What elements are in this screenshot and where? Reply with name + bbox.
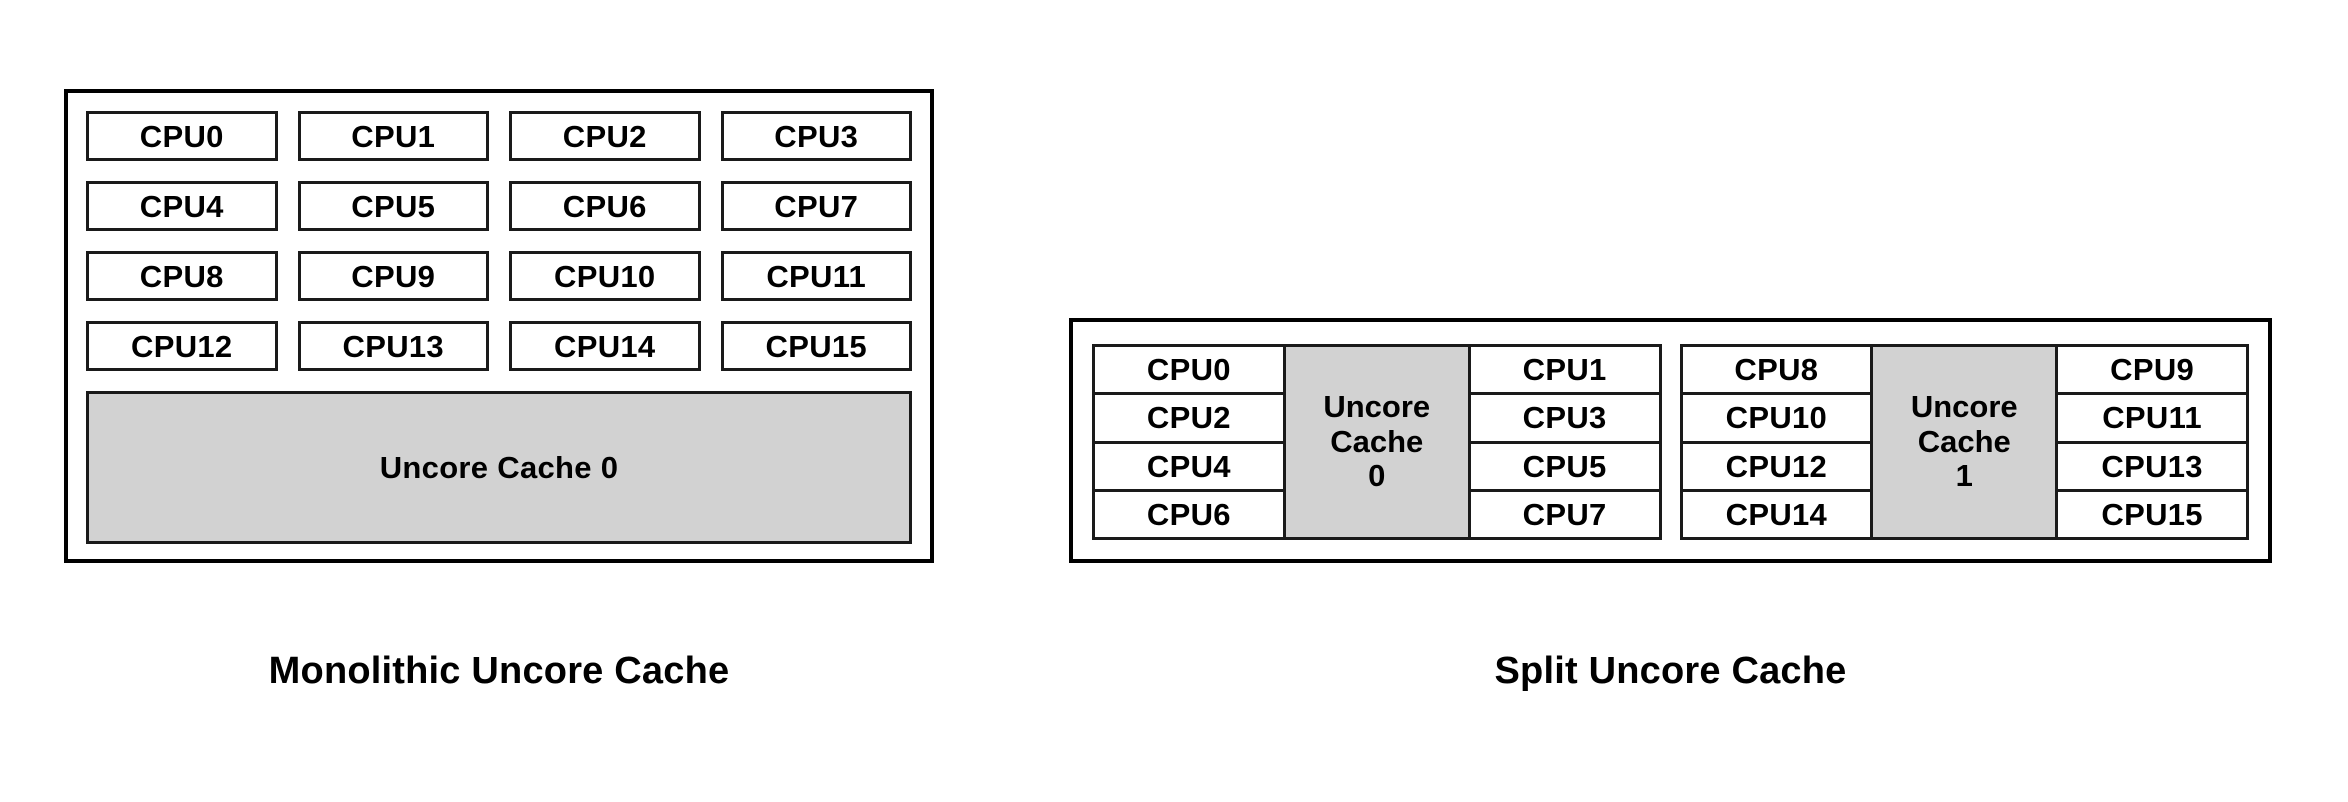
cache-label-line: Cache xyxy=(1330,423,1424,459)
cpu-box: CPU13 xyxy=(297,321,489,371)
cpu-box: CPU1 xyxy=(297,111,489,161)
cpu-cell: CPU11 xyxy=(2058,395,2246,444)
split-groups-container: CPU0 CPU2 CPU4 CPU6 Uncore Cache 0 CPU1 … xyxy=(1092,344,2249,540)
cpu-cell: CPU13 xyxy=(2058,443,2246,492)
cpu-cell: CPU0 xyxy=(1095,347,1283,396)
split-group: CPU0 CPU2 CPU4 CPU6 Uncore Cache 0 CPU1 … xyxy=(1092,344,1662,540)
cpu-box: CPU3 xyxy=(720,111,912,161)
cpu-cell: CPU12 xyxy=(1682,443,1871,492)
cpu-cell: CPU9 xyxy=(2058,347,2246,396)
cpu-cell: CPU5 xyxy=(1470,443,1659,492)
cpu-cell: CPU14 xyxy=(1682,491,1871,537)
cpu-cell: CPU3 xyxy=(1470,395,1659,444)
cpu-box: CPU15 xyxy=(720,321,912,371)
split-caption: Split Uncore Cache xyxy=(1494,650,1847,692)
cpu-column-right: CPU9 CPU11 CPU13 CPU15 xyxy=(2058,347,2246,537)
cpu-box: CPU8 xyxy=(86,251,278,301)
cpu-column-right: CPU1 CPU3 CPU5 CPU7 xyxy=(1470,347,1659,537)
split-uncore-panel: CPU0 CPU2 CPU4 CPU6 Uncore Cache 0 CPU1 … xyxy=(1069,318,2272,563)
cpu-box: CPU6 xyxy=(509,181,701,231)
cpu-cell: CPU7 xyxy=(1470,491,1659,537)
cpu-column-left: CPU8 CPU10 CPU12 CPU14 xyxy=(1682,347,1871,537)
cpu-cell: CPU4 xyxy=(1095,443,1283,492)
monolithic-cpu-grid: CPU0 CPU1 CPU2 CPU3 CPU4 CPU5 CPU6 CPU7 … xyxy=(86,111,912,371)
cpu-box: CPU7 xyxy=(720,181,912,231)
monolithic-caption: Monolithic Uncore Cache xyxy=(268,650,730,692)
cpu-box: CPU9 xyxy=(297,251,489,301)
cpu-box: CPU5 xyxy=(297,181,489,231)
cpu-cell: CPU6 xyxy=(1095,491,1283,537)
cpu-cell: CPU2 xyxy=(1095,395,1283,444)
uncore-cache-block: Uncore Cache 1 xyxy=(1870,347,2059,537)
cpu-box: CPU11 xyxy=(720,251,912,301)
uncore-cache-block: Uncore Cache 0 xyxy=(1282,347,1471,537)
cache-label-line: 0 xyxy=(1368,458,1386,494)
cpu-box: CPU4 xyxy=(86,181,278,231)
split-group: CPU8 CPU10 CPU12 CPU14 Uncore Cache 1 CP… xyxy=(1679,344,2249,540)
cpu-cell: CPU1 xyxy=(1470,347,1659,396)
monolithic-uncore-panel: CPU0 CPU1 CPU2 CPU3 CPU4 CPU5 CPU6 CPU7 … xyxy=(64,89,934,563)
cache-label-line: 1 xyxy=(1955,458,1973,494)
cpu-box: CPU14 xyxy=(509,321,701,371)
cpu-cell: CPU8 xyxy=(1682,347,1871,396)
cache-label-line: Cache xyxy=(1917,423,2011,459)
cpu-box: CPU0 xyxy=(86,111,278,161)
cpu-box: CPU12 xyxy=(86,321,278,371)
cache-label-line: Uncore xyxy=(1323,388,1431,424)
cache-label-line: Uncore xyxy=(1910,388,2018,424)
cpu-box: CPU2 xyxy=(509,111,701,161)
uncore-cache-block: Uncore Cache 0 xyxy=(86,391,912,544)
cpu-cell: CPU15 xyxy=(2058,491,2246,537)
cpu-cell: CPU10 xyxy=(1682,395,1871,444)
cpu-column-left: CPU0 CPU2 CPU4 CPU6 xyxy=(1095,347,1283,537)
cpu-box: CPU10 xyxy=(509,251,701,301)
